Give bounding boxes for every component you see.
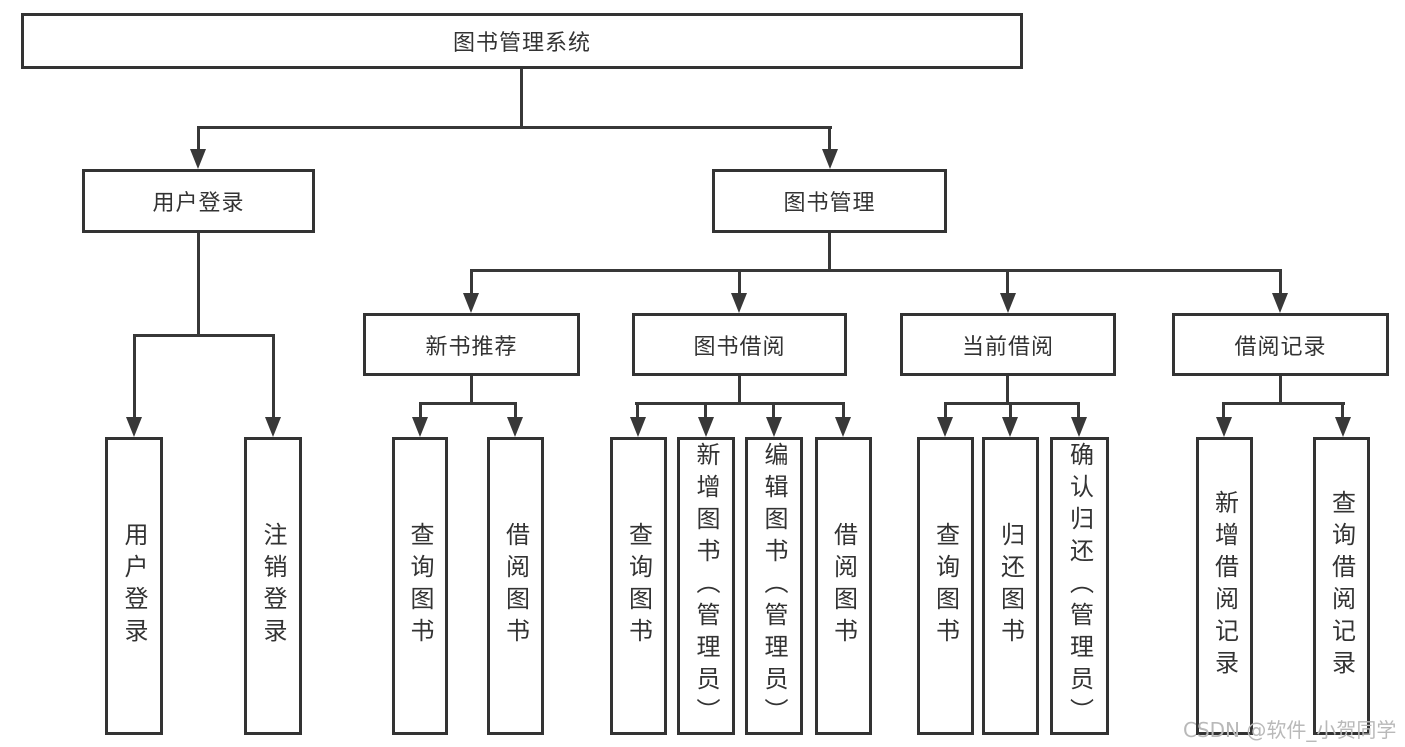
node-borrow-records: 借阅记录 — [1172, 313, 1389, 376]
connector-vline — [470, 269, 473, 295]
leaf-br-query-record: 查询借阅记录 — [1313, 437, 1370, 735]
leaf-bb-borrow-book: 借阅图书 — [815, 437, 872, 735]
node-label: 图书借阅 — [693, 334, 786, 360]
node-book-borrow: 图书借阅 — [632, 313, 847, 376]
arrow-down-icon — [126, 417, 142, 437]
connector-vline — [1077, 402, 1080, 419]
node-label: 图书管理系统 — [452, 31, 591, 56]
node-new-book-recommend: 新书推荐 — [363, 313, 580, 376]
arrow-down-icon — [1272, 293, 1288, 313]
connector-vline — [1006, 376, 1009, 404]
node-label: 查询图书 — [624, 522, 653, 650]
leaf-cb-query-book: 查询图书 — [917, 437, 974, 735]
arrow-down-icon — [766, 417, 782, 437]
node-label: 新书推荐 — [425, 334, 518, 360]
connector-hline — [944, 402, 1080, 405]
node-label: 新增图书（管理员） — [692, 442, 720, 730]
connector-hline — [1222, 402, 1345, 405]
connector-vline — [1006, 269, 1009, 295]
leaf-br-add-record: 新增借阅记录 — [1196, 437, 1253, 735]
arrow-down-icon — [698, 417, 714, 437]
node-label: 查询图书 — [406, 522, 434, 650]
node-label: 借阅图书 — [501, 522, 530, 650]
node-label: 图书管理 — [783, 191, 876, 216]
node-label: 当前借阅 — [961, 334, 1054, 360]
connector-vline — [419, 402, 422, 419]
leaf-user-login: 用户登录 — [105, 437, 163, 735]
connector-vline — [944, 402, 947, 419]
leaf-nbr-query-book: 查询图书 — [392, 437, 448, 735]
node-label: 查询图书 — [931, 522, 960, 650]
arrow-down-icon — [463, 293, 479, 313]
connector-vline — [514, 402, 517, 419]
arrow-down-icon — [1335, 417, 1351, 437]
connector-vline — [1222, 402, 1225, 419]
arrow-down-icon — [835, 417, 851, 437]
node-label: 借阅图书 — [829, 522, 858, 650]
node-label: 新增借阅记录 — [1210, 490, 1239, 682]
leaf-bb-add-book: 新增图书（管理员） — [677, 437, 735, 735]
connector-vline — [133, 334, 136, 418]
node-label: 归还图书 — [996, 522, 1025, 650]
csdn-watermark: CSDN @软件_小贺同学 — [1183, 718, 1397, 742]
arrow-down-icon — [1216, 417, 1232, 437]
node-label: 确认归还（管理员） — [1065, 442, 1094, 730]
connector-vline — [772, 402, 775, 419]
leaf-cb-return-book: 归还图书 — [982, 437, 1039, 735]
arrow-down-icon — [1000, 293, 1016, 313]
arrow-down-icon — [1071, 417, 1087, 437]
node-current-borrow: 当前借阅 — [900, 313, 1116, 376]
arrow-down-icon — [1002, 417, 1018, 437]
arrow-down-icon — [937, 417, 953, 437]
node-label: 用户登录 — [152, 191, 245, 216]
node-root: 图书管理系统 — [21, 13, 1023, 69]
connector-vline — [1009, 402, 1012, 419]
connector-hline — [635, 402, 845, 405]
arrow-down-icon — [412, 417, 428, 437]
connector-vline — [828, 126, 831, 151]
connector-vline — [738, 269, 741, 295]
connector-vline — [828, 233, 831, 272]
connector-vline — [636, 402, 639, 419]
node-label: 注销登录 — [259, 522, 287, 650]
connector-vline — [197, 233, 200, 336]
arrow-down-icon — [190, 149, 206, 169]
leaf-bb-query-book: 查询图书 — [610, 437, 667, 735]
node-label: 查询借阅记录 — [1327, 490, 1356, 682]
connector-vline — [738, 376, 741, 404]
leaf-cb-confirm-return: 确认归还（管理员） — [1050, 437, 1109, 735]
connector-vline — [272, 334, 275, 418]
connector-hline — [470, 269, 1282, 272]
leaf-logout: 注销登录 — [244, 437, 302, 735]
connector-vline — [520, 69, 523, 128]
node-label: 借阅记录 — [1234, 334, 1327, 360]
connector-vline — [470, 376, 473, 404]
arrow-down-icon — [822, 149, 838, 169]
connector-vline — [197, 126, 200, 151]
arrow-down-icon — [731, 293, 747, 313]
node-user-login: 用户登录 — [82, 169, 315, 233]
connector-vline — [704, 402, 707, 419]
connector-hline — [133, 334, 275, 337]
connector-hline — [197, 126, 832, 129]
connector-vline — [1279, 269, 1282, 295]
arrow-down-icon — [630, 417, 646, 437]
node-book-management: 图书管理 — [712, 169, 947, 233]
connector-vline — [1341, 402, 1344, 419]
leaf-bb-edit-book: 编辑图书（管理员） — [745, 437, 803, 735]
arrow-down-icon — [507, 417, 523, 437]
leaf-nbr-borrow-book: 借阅图书 — [487, 437, 544, 735]
connector-vline — [1279, 376, 1282, 404]
node-label: 用户登录 — [120, 522, 148, 650]
node-label: 编辑图书（管理员） — [760, 442, 788, 730]
connector-hline — [419, 402, 517, 405]
arrow-down-icon — [265, 417, 281, 437]
connector-vline — [842, 402, 845, 419]
